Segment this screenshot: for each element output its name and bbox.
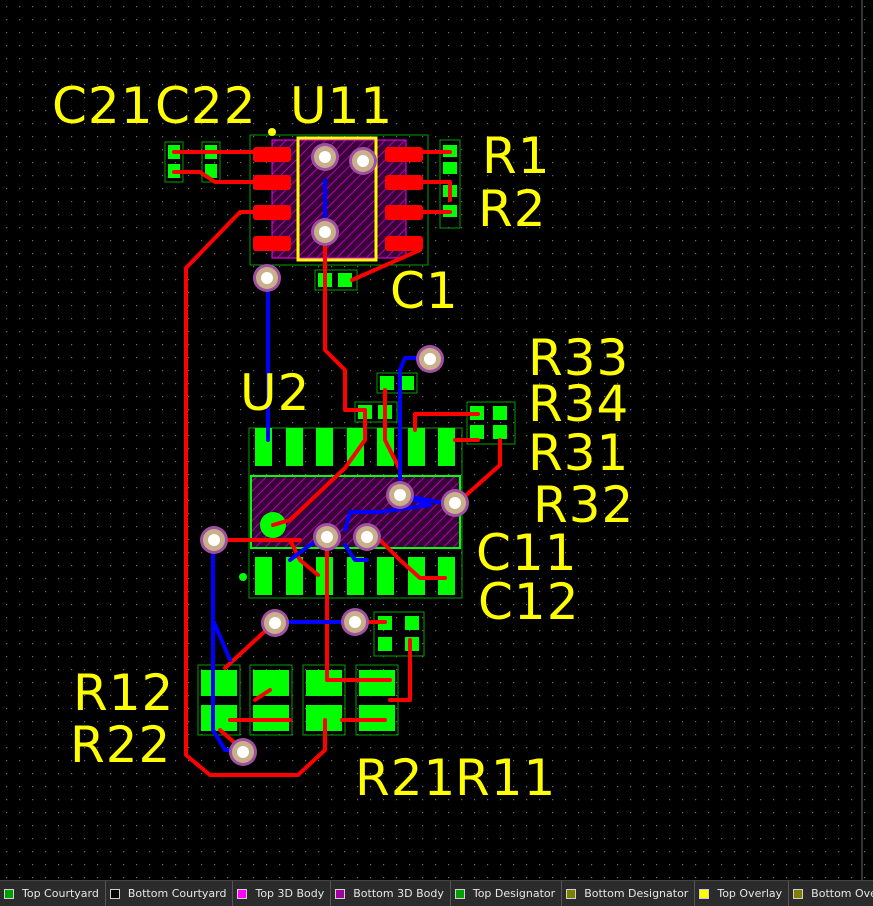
layer-color-swatch [793,888,804,899]
via[interactable] [311,143,339,171]
pcb-canvas[interactable]: C21 C22 U11 R1 R2 C1 U2 R33 R34 R31 R32 … [0,0,873,880]
component-u11[interactable] [249,128,429,266]
layer-color-swatch [4,888,14,899]
layer-tab[interactable]: Top Overlay [695,881,790,906]
via[interactable] [341,608,369,636]
designator-r32[interactable]: R32 [533,476,634,534]
layer-tab-label: Top Designator [472,887,556,900]
layer-tab-label: Bottom 3D Body [353,887,444,900]
designator-c12[interactable]: C12 [478,573,580,631]
designator-r33[interactable]: R33 [528,329,629,387]
layer-tab[interactable]: Bottom Designator [562,881,696,906]
via[interactable] [229,738,257,766]
via[interactable] [441,489,469,517]
layer-tab-label: Top Overlay [717,887,783,900]
via[interactable] [353,523,381,551]
smd-r31-r32[interactable] [466,401,516,445]
via[interactable] [313,523,341,551]
layer-tab-bar: Top Courtyard Bottom Courtyard Top 3D Body… [0,880,873,906]
designator-r11[interactable]: R11 [455,749,556,807]
layer-tab[interactable]: Top Courtyard [0,881,106,906]
layer-color-swatch [454,888,465,899]
grid-background [0,0,873,880]
designator-c21[interactable]: C21 [52,77,154,135]
via[interactable] [311,218,339,246]
designator-u11[interactable]: U11 [290,77,393,135]
layer-tab-label: Bottom Overlay [811,887,873,900]
smd-r33[interactable] [376,372,418,394]
layer-color-swatch [335,888,346,899]
layer-tab[interactable]: Bottom Courtyard [106,881,234,906]
via[interactable] [416,345,444,373]
designator-c22[interactable]: C22 [155,77,257,135]
layer-color-swatch [109,888,120,899]
layer-tab-label: Top 3D Body [255,887,325,900]
smd-c22[interactable] [201,141,221,183]
designator-c1[interactable]: C1 [390,262,459,320]
designator-r34[interactable]: R34 [528,375,629,433]
component-u2[interactable] [239,427,463,599]
designator-r12[interactable]: R12 [73,664,174,722]
layer-color-swatch [237,888,248,899]
smd-c1[interactable] [314,269,358,291]
layer-tab[interactable]: Bottom 3D Body [331,881,451,906]
layer-tab-label: Bottom Courtyard [127,887,227,900]
layer-color-swatch [566,888,577,899]
designator-r1[interactable]: R1 [482,127,551,185]
vias[interactable] [200,143,469,766]
layer-color-swatch [699,888,710,899]
designator-u2[interactable]: U2 [240,364,310,422]
designator-r21[interactable]: R21 [355,749,456,807]
layer-tab-label: Bottom Designator [584,887,689,900]
layer-tab[interactable]: Top Designator [451,881,563,906]
via[interactable] [253,264,281,292]
via[interactable] [261,609,289,637]
layer-tab-label: Top Courtyard [22,887,99,900]
via[interactable] [386,481,414,509]
designator-c11[interactable]: C11 [476,524,578,582]
layer-tab[interactable]: Bottom Overlay [789,881,873,906]
via[interactable] [349,147,377,175]
via[interactable] [200,526,228,554]
designator-r22[interactable]: R22 [70,716,171,774]
designator-r31[interactable]: R31 [528,424,629,482]
designator-r2[interactable]: R2 [478,180,547,238]
layer-tab[interactable]: Top 3D Body [233,881,332,906]
